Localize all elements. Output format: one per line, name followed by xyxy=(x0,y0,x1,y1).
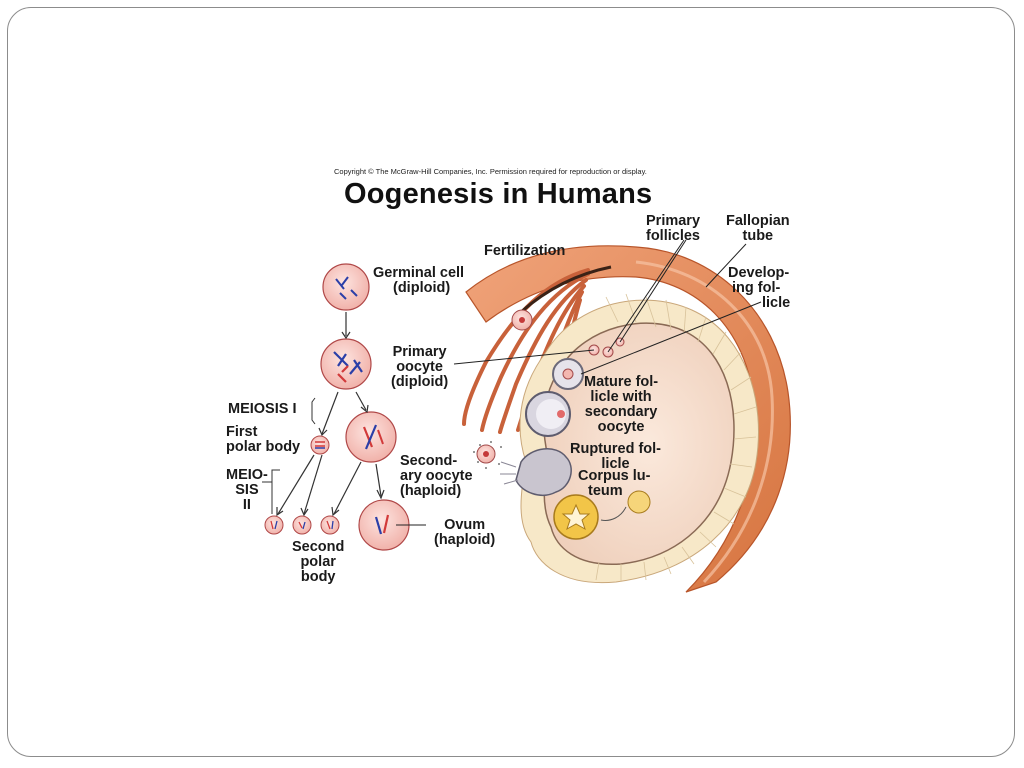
meiosis-arrows xyxy=(276,312,385,517)
mature-follicle xyxy=(525,391,571,437)
label-mature-follicle: Mature fol- licle with secondary oocyte xyxy=(584,374,659,435)
meiosis-brackets xyxy=(262,397,316,514)
label-developing-follicle: Develop- ing fol- licle xyxy=(728,265,791,311)
diagram-title: Oogenesis in Humans xyxy=(344,178,653,210)
developing-follicle xyxy=(552,358,584,390)
leader-lines xyxy=(396,239,762,526)
label-primary-oocyte: Primary oocyte (diploid) xyxy=(391,344,449,390)
ovary xyxy=(519,293,759,584)
released-secondary-oocyte xyxy=(473,441,502,469)
first-polar-body-cell xyxy=(310,435,330,455)
germinal-cell xyxy=(322,263,370,311)
corpus-luteum xyxy=(553,490,651,540)
label-meiosis-ii: MEIO- SIS II xyxy=(226,467,268,513)
label-fertilization: Fertilization xyxy=(484,243,566,259)
label-ruptured-follicle: Ruptured fol- licle xyxy=(570,441,662,472)
label-second-polar-body: Second polar body xyxy=(292,539,345,585)
label-first-polar-body: First polar body xyxy=(226,424,301,455)
label-secondary-oocyte: Second- ary oocyte (haploid) xyxy=(400,453,473,499)
diagram-artwork xyxy=(262,239,791,593)
label-meiosis-i: MEIOSIS I xyxy=(228,401,297,417)
slide-frame xyxy=(7,7,1015,757)
copyright-notice: Copyright © The McGraw-Hill Companies, I… xyxy=(334,167,647,176)
label-primary-follicles: Primary follicles xyxy=(646,213,701,244)
second-polar-body-cells xyxy=(264,515,340,535)
fallopian-tube xyxy=(465,245,791,593)
ovum-cell xyxy=(358,499,410,551)
oogenesis-figure: Copyright © The McGraw-Hill Companies, I… xyxy=(216,162,816,602)
tube-lumen xyxy=(520,265,612,314)
label-ovum: Ovum (haploid) xyxy=(434,517,496,548)
label-fallopian-tube: Fallopian tube xyxy=(726,213,790,244)
secondary-oocyte-cell xyxy=(345,411,397,463)
label-corpus-luteum: Corpus lu- teum xyxy=(578,468,651,499)
fertilization-oocyte xyxy=(511,309,533,331)
label-germinal-cell: Germinal cell (diploid) xyxy=(373,265,465,296)
ruptured-follicle xyxy=(500,448,572,496)
primary-oocyte-cell xyxy=(320,338,372,390)
